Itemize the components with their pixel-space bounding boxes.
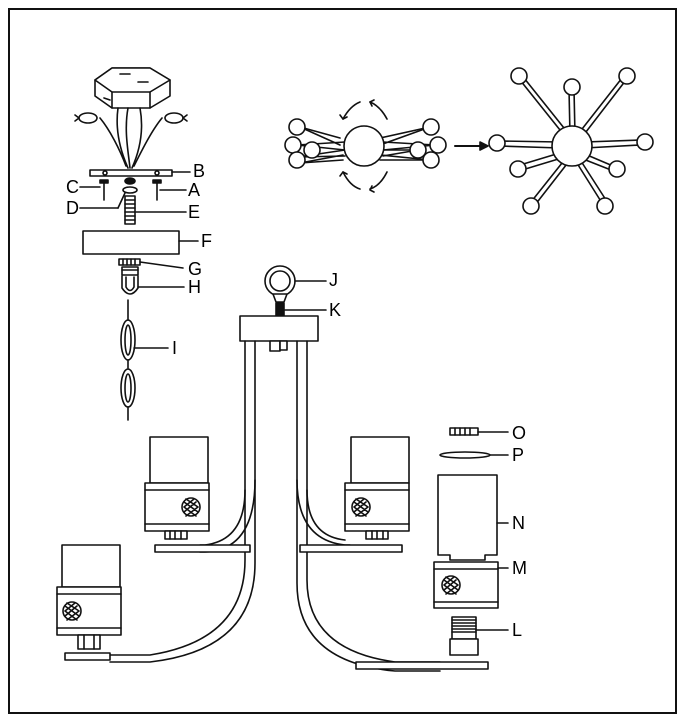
- wires: [74, 107, 188, 169]
- label-G: G: [188, 259, 203, 279]
- label-L: L: [512, 620, 523, 640]
- label-K: K: [329, 300, 342, 320]
- label-A: A: [188, 180, 201, 200]
- arms-open-diagram: [488, 67, 654, 215]
- label-P: P: [512, 445, 525, 465]
- cup-upper-left: [144, 436, 251, 553]
- cup-lower-right-exploded: [355, 427, 509, 670]
- chain: [120, 299, 169, 421]
- cup-upper-right: [299, 436, 410, 553]
- label-F: F: [201, 231, 212, 251]
- hanging-ring: [264, 265, 327, 303]
- label-O: O: [512, 423, 527, 443]
- inner-arms: [199, 479, 351, 553]
- junction-box: [94, 67, 171, 109]
- label-B: B: [193, 161, 206, 181]
- bracket-screws: [79, 179, 187, 201]
- label-I: I: [172, 338, 178, 358]
- arms-closed-diagram: [284, 99, 447, 193]
- threaded-stud: [275, 302, 327, 317]
- transform-arrow: [454, 141, 489, 151]
- label-H: H: [188, 277, 201, 297]
- label-N: N: [512, 513, 525, 533]
- cup-lower-left: [56, 544, 122, 661]
- central-hub: [239, 315, 319, 352]
- label-M: M: [512, 558, 527, 578]
- label-D: D: [66, 198, 79, 218]
- label-C: C: [66, 177, 79, 197]
- hook-loop: [121, 266, 185, 295]
- label-E: E: [188, 202, 201, 222]
- locking-ring: [118, 258, 184, 269]
- drawing-frame: [8, 8, 677, 714]
- label-J: J: [329, 270, 338, 290]
- mounting-bracket: [89, 169, 191, 177]
- nipple-and-nut: [79, 177, 187, 225]
- canopy-plate: [82, 230, 199, 255]
